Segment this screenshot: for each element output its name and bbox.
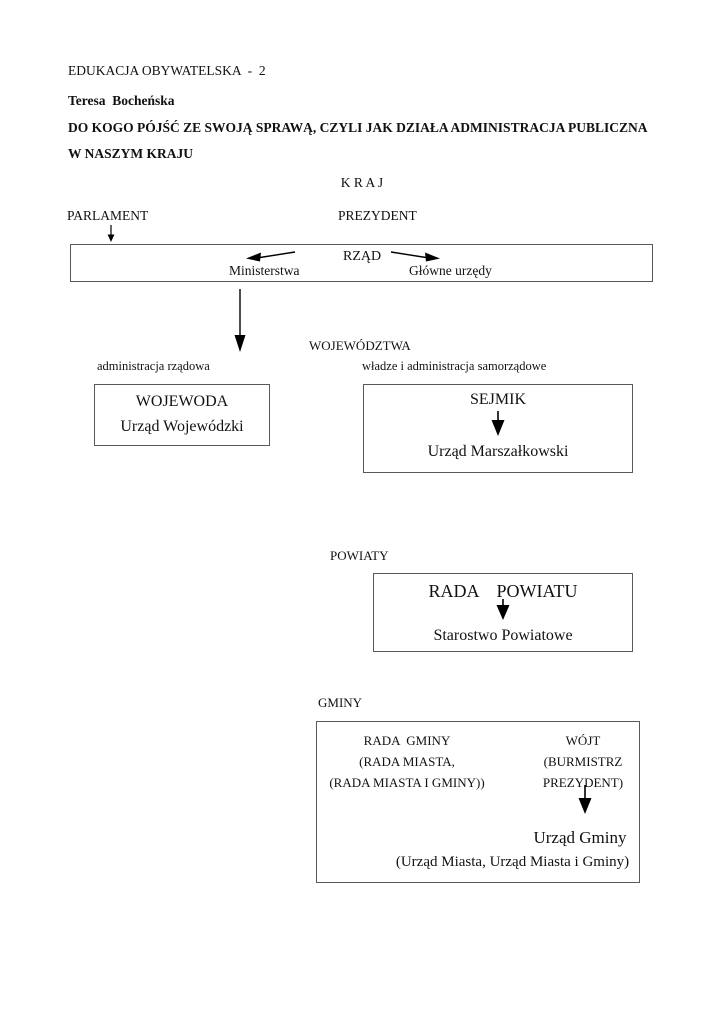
rzad-label: RZĄD (343, 249, 382, 264)
sejmik-down-arrow-icon (491, 411, 505, 436)
prezydent-label: PREZYDENT (338, 208, 417, 223)
wojt-label: WÓJT (565, 733, 601, 748)
rada-miasta-gminy-label: (RADA MIASTA I GMINY)) (329, 775, 485, 790)
rzad-to-urzedy-arrow-icon (390, 251, 440, 262)
wojt-column: WÓJT (BURMISTRZ PREZYDENT) (533, 730, 633, 793)
rzad-box (70, 244, 653, 282)
starostwo-powiatowe-label: Starostwo Powiatowe (433, 627, 573, 644)
wojewoda-box: WOJEWODA Urząd Wojewódzki (94, 384, 270, 446)
author-line: Teresa Bocheńska (68, 93, 175, 108)
sejmik-label: SEJMIK (469, 391, 526, 408)
urzad-gminy-label: Urząd Gminy (533, 828, 627, 847)
kraj-heading: K R A J (340, 175, 384, 190)
parlament-label: PARLAMENT (67, 208, 149, 223)
wojt-down-arrow-icon (578, 785, 592, 814)
title-line-2: W NASZYM KRAJU (68, 146, 194, 161)
urzad-wojewodzki-label: Urząd Wojewódzki (120, 418, 244, 435)
urzad-marszalkowski-label: Urząd Marszałkowski (427, 443, 569, 460)
page-header-line: EDUKACJA OBYWATELSKA - 2 (68, 63, 266, 78)
rada-gminy-column: RADA GMINY (RADA MIASTA, (RADA MIASTA I GM… (318, 730, 496, 793)
powiaty-heading: POWIATY (330, 548, 389, 563)
title-line-1: DO KOGO PÓJŚĆ ZE SWOJĄ SPRAWĄ, CZYLI JAK… (68, 120, 648, 135)
prezydent-miasta-label: PREZYDENT) (542, 775, 624, 790)
rada-powiatu-box: RADA POWIATU Starostwo Powiatowe (373, 573, 633, 652)
rada-powiatu-label: RADA POWIATU (428, 581, 578, 601)
sejmik-box: SEJMIK Urząd Marszałkowski (363, 384, 633, 473)
administracja-samorzadowa-caption: władze i administracja samorządowe (362, 359, 547, 373)
rada-powiatu-down-arrow-icon (496, 599, 510, 620)
rada-miasta-label: (RADA MIASTA, (359, 754, 455, 769)
ministerstwa-label: Ministerstwa (229, 263, 300, 278)
burmistrz-label: (BURMISTRZ (543, 754, 623, 769)
rzad-to-wojewoda-arrow-icon (234, 289, 246, 352)
glowne-urzedy-label: Główne urzędy (409, 263, 492, 278)
rzad-to-ministerstwa-arrow-icon (246, 251, 296, 262)
wojewoda-label: WOJEWODA (135, 393, 229, 410)
rada-gminy-label: RADA GMINY (363, 733, 451, 748)
urzad-miasta-alt-label: (Urząd Miasta, Urząd Miasta i Gminy) (395, 854, 630, 870)
gminy-heading: GMINY (318, 695, 363, 710)
parlament-down-arrow-icon (107, 225, 115, 242)
administracja-rzadowa-caption: administracja rządowa (97, 359, 210, 373)
wojewodztwa-heading: WOJEWÓDZTWA (309, 338, 411, 353)
